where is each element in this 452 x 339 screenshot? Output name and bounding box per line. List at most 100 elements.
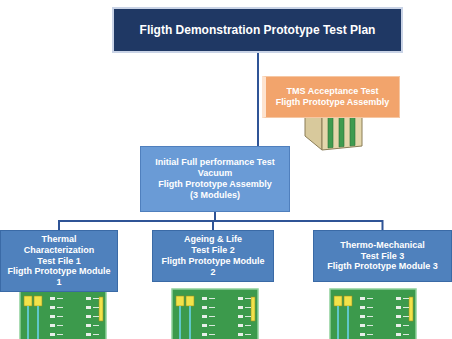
box-heading: Thermo-Mechanical: [340, 240, 425, 251]
module-strip: [339, 115, 344, 148]
box-line: Fligth Prototype Assembly: [158, 179, 272, 190]
box-line: Test File 1: [37, 256, 80, 267]
pcb-edge-connector: [99, 297, 103, 321]
pcb-component: [396, 297, 401, 300]
box-line: Fligth Prototype Module 1: [6, 266, 112, 288]
box-heading: Initial Full performance Test: [155, 157, 274, 168]
title-box: Fligth Demonstration Prototype Test Plan: [112, 7, 403, 53]
pcb-cable: [27, 306, 29, 339]
box-line: Test File 2: [191, 245, 234, 256]
pcb-component: [202, 306, 207, 309]
box-line: Vacuum: [198, 168, 233, 179]
box-line: Test File 3: [361, 251, 404, 262]
pcb-component: [202, 333, 207, 336]
pcb-trace: [403, 325, 409, 326]
pcb-trace: [367, 298, 373, 299]
pcb-trace: [367, 316, 373, 317]
tree-connector: [257, 53, 259, 146]
box-heading: Thermal Characterization: [6, 234, 112, 256]
pcb-trace: [403, 298, 409, 299]
pcb-component: [360, 315, 365, 318]
pcb-trace: [245, 334, 251, 335]
pcb-trace: [245, 316, 251, 317]
pcb-component: [202, 315, 207, 318]
pcb-component: [238, 297, 243, 300]
test-file-box: Thermo-MechanicalTest File 3Fligth Proto…: [313, 230, 452, 282]
pcb-component: [396, 333, 401, 336]
pcb-module: [172, 289, 258, 339]
pcb-trace: [93, 334, 99, 335]
pcb-cable: [179, 306, 181, 339]
tree-connector: [215, 212, 383, 230]
pcb-component: [50, 306, 55, 309]
pcb-cable: [37, 306, 39, 339]
initial-test-box: Initial Full performance TestVacuumFligt…: [140, 146, 290, 212]
pcb-component: [86, 297, 91, 300]
pcb-component: [202, 297, 207, 300]
module-strip: [350, 114, 355, 147]
box-line: Fligth Prototype Assembly: [276, 97, 390, 108]
pcb-trace: [93, 325, 99, 326]
pcb-component: [238, 315, 243, 318]
pcb-component: [50, 333, 55, 336]
pcb-trace: [403, 334, 409, 335]
pcb-module: [330, 289, 416, 339]
pcb-trace: [93, 298, 99, 299]
pcb-trace: [57, 325, 63, 326]
module-strip: [328, 116, 333, 149]
pcb-component: [50, 315, 55, 318]
acceptance-test-box: TMS Acceptance TestFligth Prototype Asse…: [262, 76, 400, 118]
box-line: Fligth Prototype Module 2: [158, 256, 268, 278]
pcb-board: [172, 289, 258, 339]
pcb-trace: [57, 334, 63, 335]
pcb-connector: [24, 296, 32, 306]
box-line: Fligth Prototype Module 3: [327, 261, 438, 272]
pcb-cable: [337, 306, 339, 339]
module-strips: [328, 114, 355, 149]
pcb-component: [360, 324, 365, 327]
pcb-component: [202, 324, 207, 327]
pcb-trace: [245, 325, 251, 326]
pcb-component: [396, 324, 401, 327]
pcb-component: [396, 306, 401, 309]
pcb-connector: [344, 296, 352, 306]
pcb-cable: [189, 306, 191, 339]
pcb-connector: [186, 296, 194, 306]
pcb-trace: [367, 334, 373, 335]
pcb-component: [86, 324, 91, 327]
pcb-component: [360, 333, 365, 336]
pcb-component: [50, 324, 55, 327]
pcb-trace: [209, 298, 215, 299]
pcb-trace: [93, 307, 99, 308]
pcb-board: [330, 289, 416, 339]
pcb-component: [86, 306, 91, 309]
pcb-trace: [209, 334, 215, 335]
pcb-trace: [57, 307, 63, 308]
pcb-trace: [403, 316, 409, 317]
pcb-edge-connector: [409, 297, 413, 321]
box-heading: Fligth Demonstration Prototype Test Plan: [140, 23, 376, 37]
pcb-trace: [57, 316, 63, 317]
box-heading: TMS Acceptance Test: [286, 86, 378, 97]
pcb-connector: [334, 296, 342, 306]
tree-connector: [59, 212, 215, 230]
pcb-connector: [34, 296, 42, 306]
pcb-trace: [209, 307, 215, 308]
pcb-trace: [367, 307, 373, 308]
pcb-cable: [347, 306, 349, 339]
box-line: (3 Modules): [190, 190, 240, 201]
pcb-component: [86, 315, 91, 318]
pcb-module: [20, 289, 106, 339]
pcb-modules: [20, 289, 416, 339]
pcb-trace: [245, 298, 251, 299]
pcb-component: [50, 297, 55, 300]
pcb-trace: [209, 316, 215, 317]
pcb-connector: [176, 296, 184, 306]
pcb-component: [238, 324, 243, 327]
pcb-component: [86, 333, 91, 336]
pcb-trace: [367, 325, 373, 326]
pcb-component: [360, 297, 365, 300]
pcb-trace: [245, 307, 251, 308]
pcb-component: [396, 315, 401, 318]
